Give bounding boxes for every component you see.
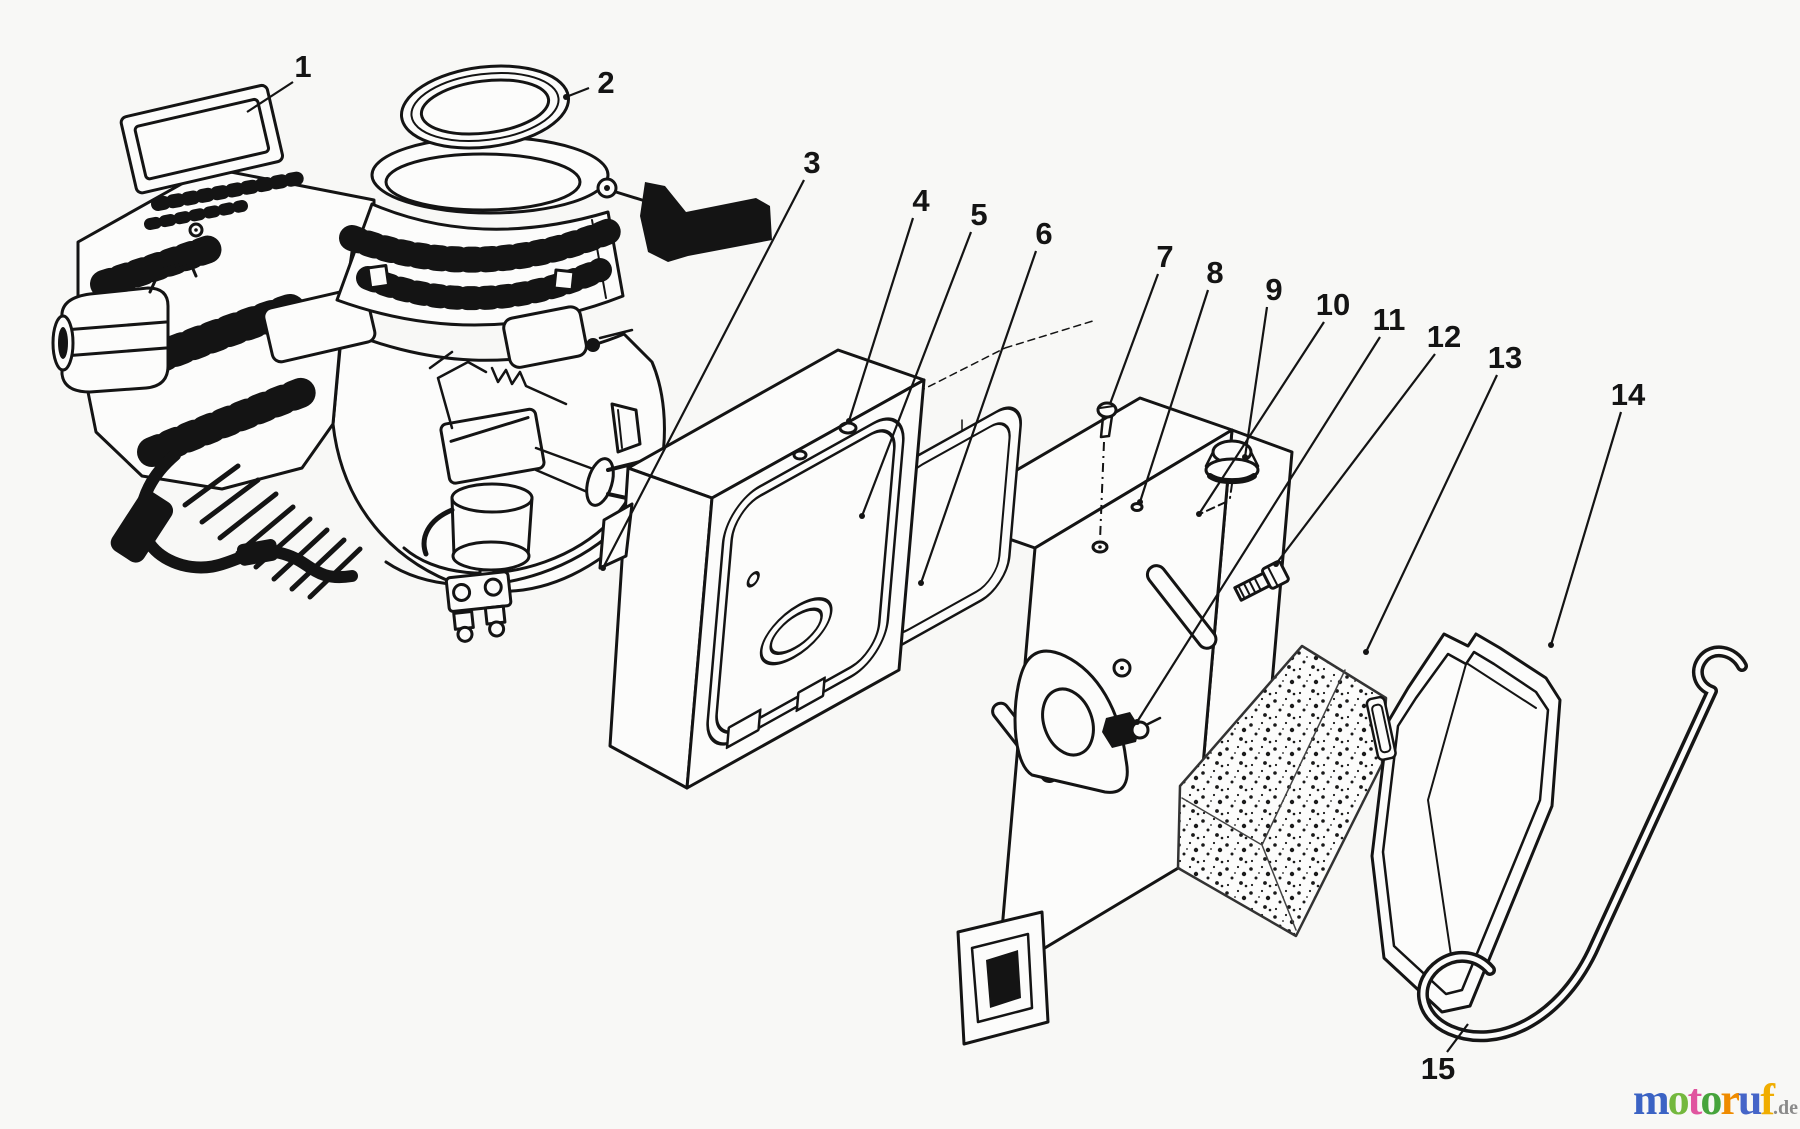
part-label-10: 10 xyxy=(1316,287,1350,322)
motoruf-logo-suffix: .de xyxy=(1772,1097,1798,1119)
part-label-13: 13 xyxy=(1488,340,1522,375)
leader-dot-9 xyxy=(1242,454,1248,460)
engine-badge xyxy=(502,305,588,369)
shroud-label-patch xyxy=(262,286,377,364)
leader-dot-14 xyxy=(1548,642,1554,648)
part-label-3: 3 xyxy=(803,145,820,180)
grommet-part xyxy=(1201,439,1260,514)
engine-assembly xyxy=(51,135,772,643)
fuel-line xyxy=(421,507,455,557)
leader-line-15 xyxy=(1446,1023,1469,1053)
hex-bolt-part xyxy=(1233,560,1290,602)
leader-line-5 xyxy=(860,231,973,517)
governor-vane xyxy=(610,402,642,454)
leader-dot-4 xyxy=(846,418,852,424)
logo-letter: f xyxy=(1760,1075,1775,1124)
cooling-fins xyxy=(182,463,363,600)
throttle-spring xyxy=(490,366,568,406)
leader-dot-5 xyxy=(859,513,865,519)
gasket-groove xyxy=(706,417,905,746)
leader-dot-13 xyxy=(1363,649,1369,655)
cable-clip xyxy=(236,539,279,566)
part-label-1: 1 xyxy=(294,49,311,84)
screw-part xyxy=(1096,401,1118,439)
air-cleaner-cover-part xyxy=(1365,632,1562,1014)
leader-dot-6 xyxy=(918,580,924,586)
trim-plate-part xyxy=(119,83,285,195)
air-filter-element-part xyxy=(1176,644,1388,938)
part-label-14: 14 xyxy=(1611,377,1646,412)
support-wire-part xyxy=(1416,645,1748,1043)
muffler xyxy=(51,260,198,394)
part-label-4: 4 xyxy=(912,183,930,218)
mounting-clamp xyxy=(444,570,513,643)
logo-letter: r xyxy=(1720,1075,1739,1124)
leader-line-4 xyxy=(847,217,915,422)
leader-dot-10 xyxy=(1196,511,1202,517)
leader-line-12 xyxy=(1275,353,1436,565)
air-cleaner-body-part xyxy=(598,348,926,790)
leader-line-3 xyxy=(602,179,805,569)
part-label-7: 7 xyxy=(1156,239,1173,274)
leader-line-8 xyxy=(1138,289,1210,503)
starter-handle xyxy=(640,182,772,262)
logo-letter: o xyxy=(1700,1075,1722,1124)
logo-letter: m xyxy=(1633,1075,1670,1124)
logo-letter: o xyxy=(1667,1075,1690,1124)
spark-plug-boot xyxy=(110,490,174,563)
leader-dot-3 xyxy=(600,565,606,571)
leader-line-14 xyxy=(1549,411,1623,646)
leader-dot-2 xyxy=(563,94,569,100)
leader-line-13 xyxy=(1365,374,1498,653)
part-label-12: 12 xyxy=(1427,319,1461,354)
leader-dash-7 xyxy=(1099,441,1105,541)
part-label-2: 2 xyxy=(597,65,614,100)
part-label-15: 15 xyxy=(1421,1051,1455,1086)
leader-line-7 xyxy=(1108,273,1160,405)
leader-line-2 xyxy=(565,86,590,99)
part-label-5: 5 xyxy=(970,197,987,232)
oval-seal-ring-part xyxy=(399,64,571,150)
leader-line-6 xyxy=(919,250,1038,584)
part-label-9: 9 xyxy=(1265,272,1282,307)
recoil-starter xyxy=(335,135,625,327)
motoruf-logo-letters: motoruf xyxy=(1633,1075,1775,1124)
recoil-rim xyxy=(370,135,610,215)
part-label-11: 11 xyxy=(1373,302,1406,337)
choke-plate xyxy=(1013,649,1129,794)
leader-line-1 xyxy=(246,81,294,113)
leader-line-9 xyxy=(1243,306,1269,458)
float-bowl xyxy=(451,540,531,572)
leader-dot-12 xyxy=(1273,561,1279,567)
leader-dot-11 xyxy=(1134,719,1140,725)
leader-line-11 xyxy=(1136,336,1381,723)
leader-dot-8 xyxy=(1137,499,1143,505)
motoruf-watermark[interactable]: motoruf.de xyxy=(1633,1078,1800,1128)
part-label-8: 8 xyxy=(1206,255,1223,290)
leader-line-10 xyxy=(1198,321,1325,515)
logo-letter: t xyxy=(1687,1075,1703,1124)
logo-letter: u xyxy=(1737,1075,1763,1124)
part-label-6: 6 xyxy=(1035,216,1052,251)
